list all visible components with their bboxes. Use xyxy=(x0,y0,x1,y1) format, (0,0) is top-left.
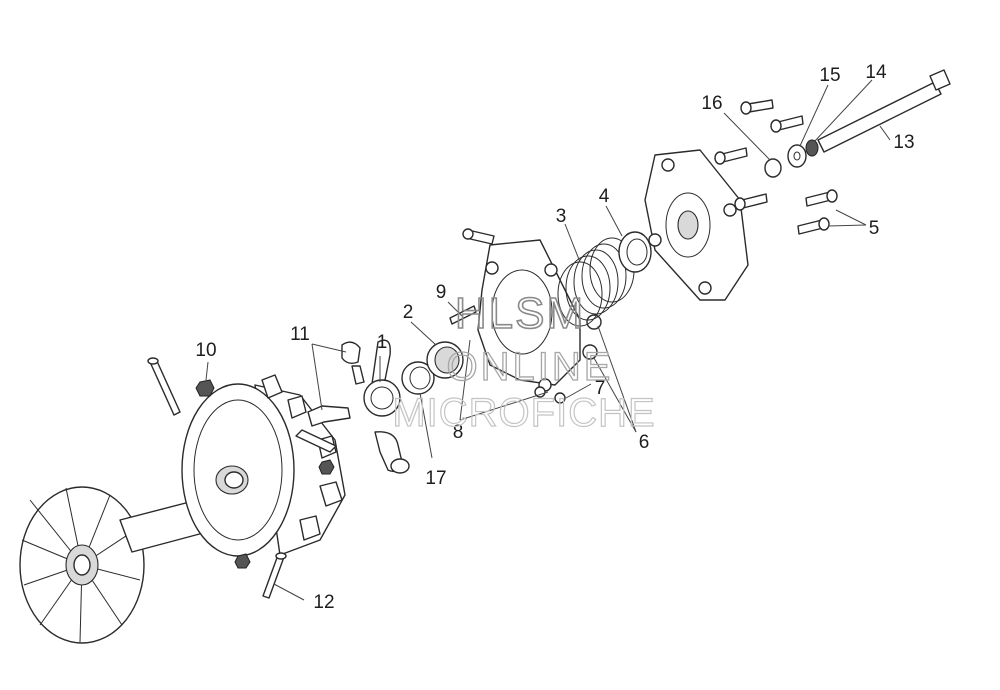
bolt-mid-1 xyxy=(714,147,748,165)
callout-1: 1 xyxy=(377,332,388,353)
spring-3 xyxy=(557,237,635,327)
bolt-upper-spider xyxy=(462,228,495,245)
callout-11: 11 xyxy=(290,324,310,345)
callout-14: 14 xyxy=(865,62,887,83)
pin-9 xyxy=(449,305,477,325)
callout-12: 12 xyxy=(313,592,334,613)
leader-lines xyxy=(205,79,891,601)
nut-small-lower xyxy=(234,553,251,569)
bushing-2 xyxy=(426,341,464,379)
fan-impeller xyxy=(19,486,145,644)
spacer-16 xyxy=(764,158,782,178)
callout-6: 6 xyxy=(639,432,650,453)
nut-small-mid xyxy=(318,459,335,475)
fixed-sheave xyxy=(181,374,346,557)
nut-10 xyxy=(195,379,215,397)
pin-12-upper xyxy=(147,357,181,416)
callout-3: 3 xyxy=(556,206,567,227)
callout-15: 15 xyxy=(819,65,840,86)
spider-housing xyxy=(477,239,581,404)
callout-2: 2 xyxy=(403,302,414,323)
lower-link-arm xyxy=(374,431,410,474)
bolt-5-upper xyxy=(805,189,838,207)
callout-7: 7 xyxy=(595,378,606,399)
roller-6-upper xyxy=(586,314,602,330)
callout-5: 5 xyxy=(869,218,880,239)
pin-12-lower xyxy=(262,552,287,599)
callout-9: 9 xyxy=(436,282,447,303)
callout-13: 13 xyxy=(893,132,914,153)
callout-4: 4 xyxy=(599,186,610,207)
bolt-upper-2 xyxy=(770,115,804,133)
washer-15 xyxy=(787,144,807,168)
callout-10: 10 xyxy=(195,340,216,361)
roller-6-lower xyxy=(582,344,598,360)
washer-14 xyxy=(805,139,819,157)
bushing-17 xyxy=(401,361,435,395)
roller-arm-1 xyxy=(363,339,401,417)
callout-16: 16 xyxy=(701,93,722,114)
bolt-upper-1 xyxy=(740,99,774,115)
bolt-5-lower xyxy=(797,217,830,235)
bolt-mid-2 xyxy=(734,193,768,211)
flyweight-11-lower xyxy=(307,405,351,427)
watermark: HLSM ONLINE MICROFICHE xyxy=(392,288,656,435)
watermark-line2: ONLINE xyxy=(447,345,614,389)
watermark-line3: MICROFICHE xyxy=(392,391,655,435)
bushing-4 xyxy=(618,231,652,273)
bolt-shoulder xyxy=(295,429,337,453)
callout-8: 8 xyxy=(453,422,464,443)
cover-plate xyxy=(644,149,749,301)
retaining-bolt-13 xyxy=(817,69,951,153)
flyweight-11-upper xyxy=(341,341,365,385)
watermark-line1: HLSM xyxy=(455,289,585,338)
callout-17: 17 xyxy=(425,468,446,489)
